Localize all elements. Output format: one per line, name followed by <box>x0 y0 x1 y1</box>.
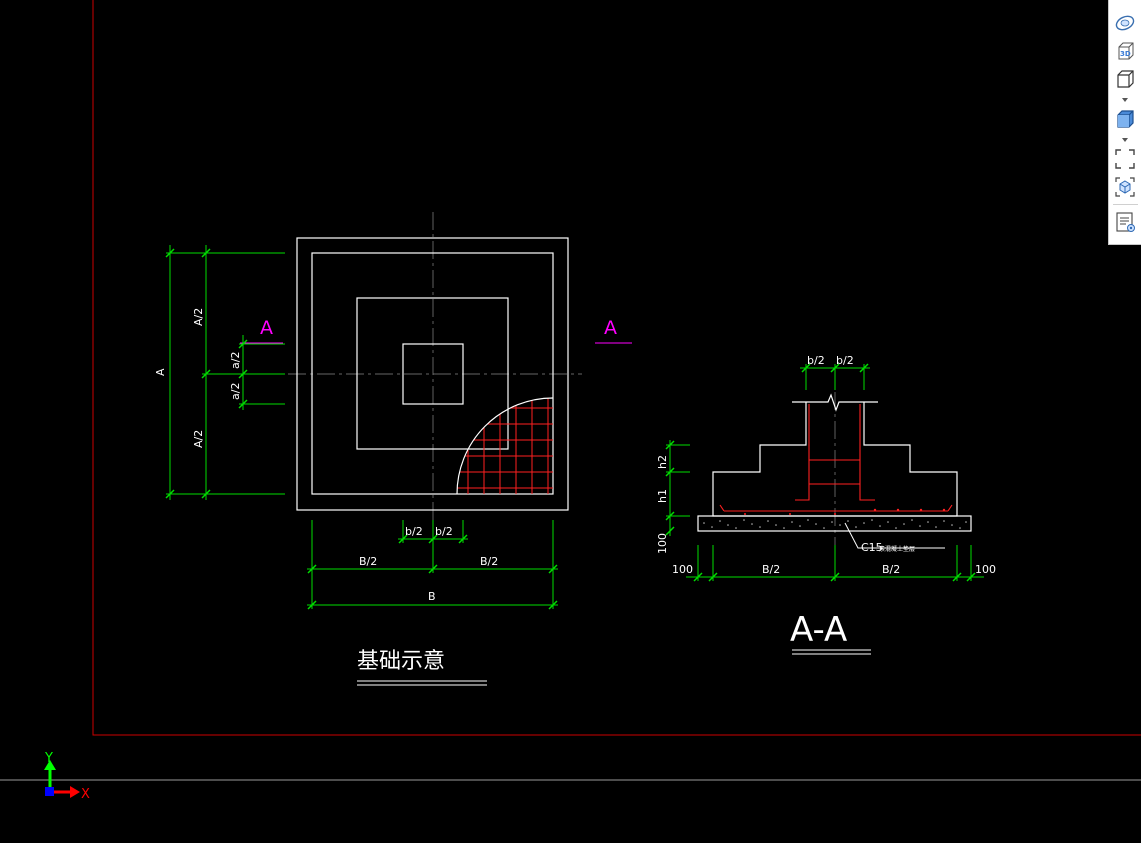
section-dim-b-half-left: b/2 <box>807 354 825 367</box>
dim-label-b-half-left: b/2 <box>405 525 423 538</box>
orbit-icon <box>1115 15 1135 31</box>
bottom-dimensions <box>307 520 558 610</box>
section-title-underline <box>792 649 871 655</box>
column-outline <box>402 343 464 405</box>
section-dim-b-half-right: b/2 <box>836 354 854 367</box>
inner-footing-outline <box>311 252 554 495</box>
dim-label-a-half-bottom: a/2 <box>229 383 242 400</box>
shaded-dropdown-arrow[interactable] <box>1120 136 1130 144</box>
section-dim-100-vertical: 100 <box>656 533 669 554</box>
zoom-extents-button[interactable] <box>1113 148 1137 170</box>
section-bottom-dimensions <box>686 545 984 582</box>
ucs-icon: Y X <box>44 751 90 802</box>
left-dimensions <box>165 245 285 500</box>
ucs-y-label: Y <box>44 751 53 766</box>
zoom-extents-icon <box>1115 149 1135 169</box>
section-left-dimensions <box>665 440 690 536</box>
dim-label-b-half-right: b/2 <box>435 525 453 538</box>
section-dim-B-half-left: B/2 <box>762 563 780 576</box>
layout-border <box>92 0 1141 736</box>
toolbar-separator <box>1113 204 1138 205</box>
shaded-box-icon <box>1117 110 1134 128</box>
section-mark-left: A <box>240 317 283 344</box>
wireframe-box-button[interactable] <box>1113 68 1137 90</box>
dim-label-A-half-top: A/2 <box>192 308 205 326</box>
rebar-grid <box>456 397 554 495</box>
upper-step-outline <box>356 297 509 450</box>
properties-panel-button[interactable] <box>1113 211 1137 233</box>
properties-panel-icon <box>1116 212 1135 232</box>
svg-text:3D: 3D <box>1120 50 1131 58</box>
view-navigation-toolbar: 3D <box>1108 0 1141 245</box>
column-break-line <box>792 393 878 412</box>
concrete-label-small: 素混凝土垫层 <box>879 545 915 553</box>
center-lines <box>288 212 582 525</box>
dim-label-B: B <box>428 590 436 603</box>
orbit-button[interactable] <box>1113 12 1137 34</box>
dim-label-B-half-left: B/2 <box>359 555 377 568</box>
wireframe-dropdown-arrow[interactable] <box>1120 96 1130 104</box>
ucs-x-label: X <box>81 787 90 802</box>
chevron-down-icon <box>1122 138 1128 142</box>
dim-label-A: A <box>154 368 167 376</box>
section-dim-100-right: 100 <box>975 563 996 576</box>
section-title: A-A <box>790 610 847 650</box>
rebar-dots <box>744 508 946 515</box>
section-dim-h2: h2 <box>656 455 669 469</box>
svg-text:A: A <box>260 317 273 339</box>
section-dim-B-half-right: B/2 <box>882 563 900 576</box>
svg-text:A: A <box>604 317 617 339</box>
3d-view-icon: 3D <box>1118 42 1134 60</box>
3d-view-button[interactable]: 3D <box>1113 40 1137 62</box>
section-top-dimensions <box>800 363 870 390</box>
shaded-box-button[interactable] <box>1113 108 1137 130</box>
dim-label-A-half-bottom: A/2 <box>192 430 205 448</box>
view-cube-button[interactable] <box>1113 176 1137 198</box>
section-dim-h1: h1 <box>656 489 669 503</box>
lean-concrete-pad <box>697 515 972 532</box>
view-cube-icon <box>1115 177 1135 197</box>
section-mark-right: A <box>595 317 632 344</box>
section-dim-100-left: 100 <box>672 563 693 576</box>
dim-label-a-half-top: a/2 <box>229 352 242 369</box>
dim-label-B-half-right: B/2 <box>480 555 498 568</box>
chevron-down-icon <box>1122 98 1128 102</box>
plan-title: 基础示意 <box>357 649 445 674</box>
section-view-A-A: b/2 b/2 h2 h1 100 <box>656 354 996 655</box>
plan-title-underline <box>357 680 487 686</box>
outer-footing-outline <box>296 237 569 511</box>
foundation-plan-view: A A <box>154 212 632 686</box>
concrete-hatch <box>703 519 967 529</box>
concrete-label: C15 <box>861 541 883 554</box>
wireframe-box-icon <box>1117 70 1134 88</box>
concrete-leader <box>844 522 945 549</box>
section-rebar <box>719 404 953 512</box>
